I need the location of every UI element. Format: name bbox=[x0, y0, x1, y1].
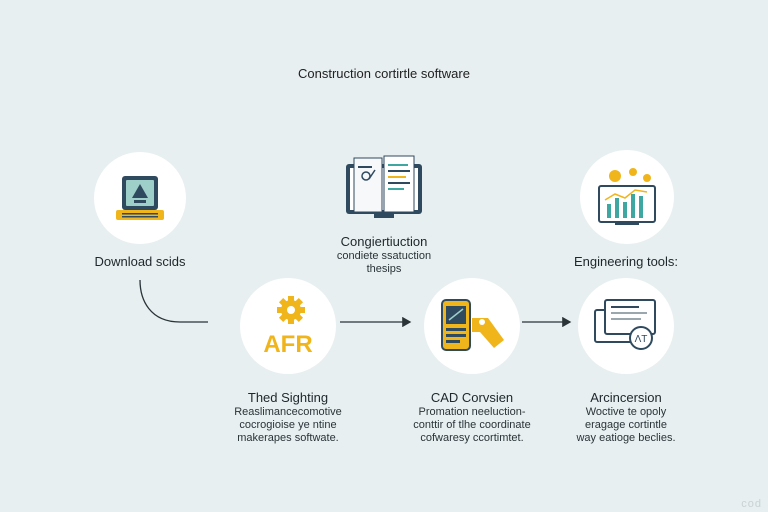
download-label: Download scids bbox=[94, 254, 186, 269]
arcion-desc-line: Woctive te opoly bbox=[585, 406, 667, 418]
cad-phone-icon bbox=[441, 299, 504, 351]
cad-node-circle bbox=[424, 278, 520, 374]
monitor-desc-line: condiete ssatuction bbox=[336, 250, 432, 262]
arcion-description: Woctive te opoly eragage cortintle way e… bbox=[546, 406, 706, 445]
arcion-desc-line: way eatioge beclies. bbox=[576, 432, 676, 444]
cad-desc-line: conttir of tlhe coordinate bbox=[413, 419, 531, 431]
cad-desc-line: cofwaresy ccortimtet. bbox=[420, 432, 524, 444]
watermark: cod bbox=[741, 498, 762, 510]
monitor-node bbox=[344, 154, 424, 224]
gears-afr-icon: AFR bbox=[263, 296, 313, 356]
cad-description: Promation neeluction- conttir of tlhe co… bbox=[392, 406, 552, 445]
monitor-description: condiete ssatuction thesips bbox=[304, 250, 464, 276]
sighting-node-circle: AFR bbox=[240, 278, 336, 374]
analytics-dashboard-icon bbox=[598, 168, 656, 225]
screen-checklist-icon: ΛT bbox=[594, 299, 656, 350]
sighting-icon-text: AFR bbox=[263, 331, 312, 356]
arcion-desc-line: eragage cortintle bbox=[585, 419, 667, 431]
connector-download-sighting bbox=[139, 279, 208, 323]
cad-desc-line: Promation neeluction- bbox=[418, 406, 526, 418]
arcion-label: Arcincersion bbox=[590, 390, 662, 405]
sighting-label: Thed Sighting bbox=[247, 390, 329, 405]
download-node-circle bbox=[94, 152, 186, 244]
sighting-desc-line: Reaslimancecomotive bbox=[234, 406, 342, 418]
engineering-label: Engineering tools: bbox=[573, 254, 679, 269]
cad-label: CAD Corvsien bbox=[430, 390, 514, 405]
sighting-desc-line: cocrogioise ye ntine bbox=[239, 419, 337, 431]
engineering-node-circle bbox=[580, 150, 674, 244]
arcion-icon-text: ΛT bbox=[635, 334, 648, 345]
monitor-desc-line: thesips bbox=[366, 263, 402, 275]
page-title: Construction cortirtle software bbox=[298, 66, 470, 81]
sighting-description: Reaslimancecomotive cocrogioise ye ntine… bbox=[208, 406, 368, 445]
laptop-blueprint-icon bbox=[116, 176, 164, 220]
sighting-desc-line: makerapes softwate. bbox=[237, 432, 339, 444]
arcion-node-circle: ΛT bbox=[578, 278, 674, 374]
monitor-label: Congiertiuction bbox=[340, 234, 428, 249]
monitor-document-icon bbox=[346, 155, 422, 218]
